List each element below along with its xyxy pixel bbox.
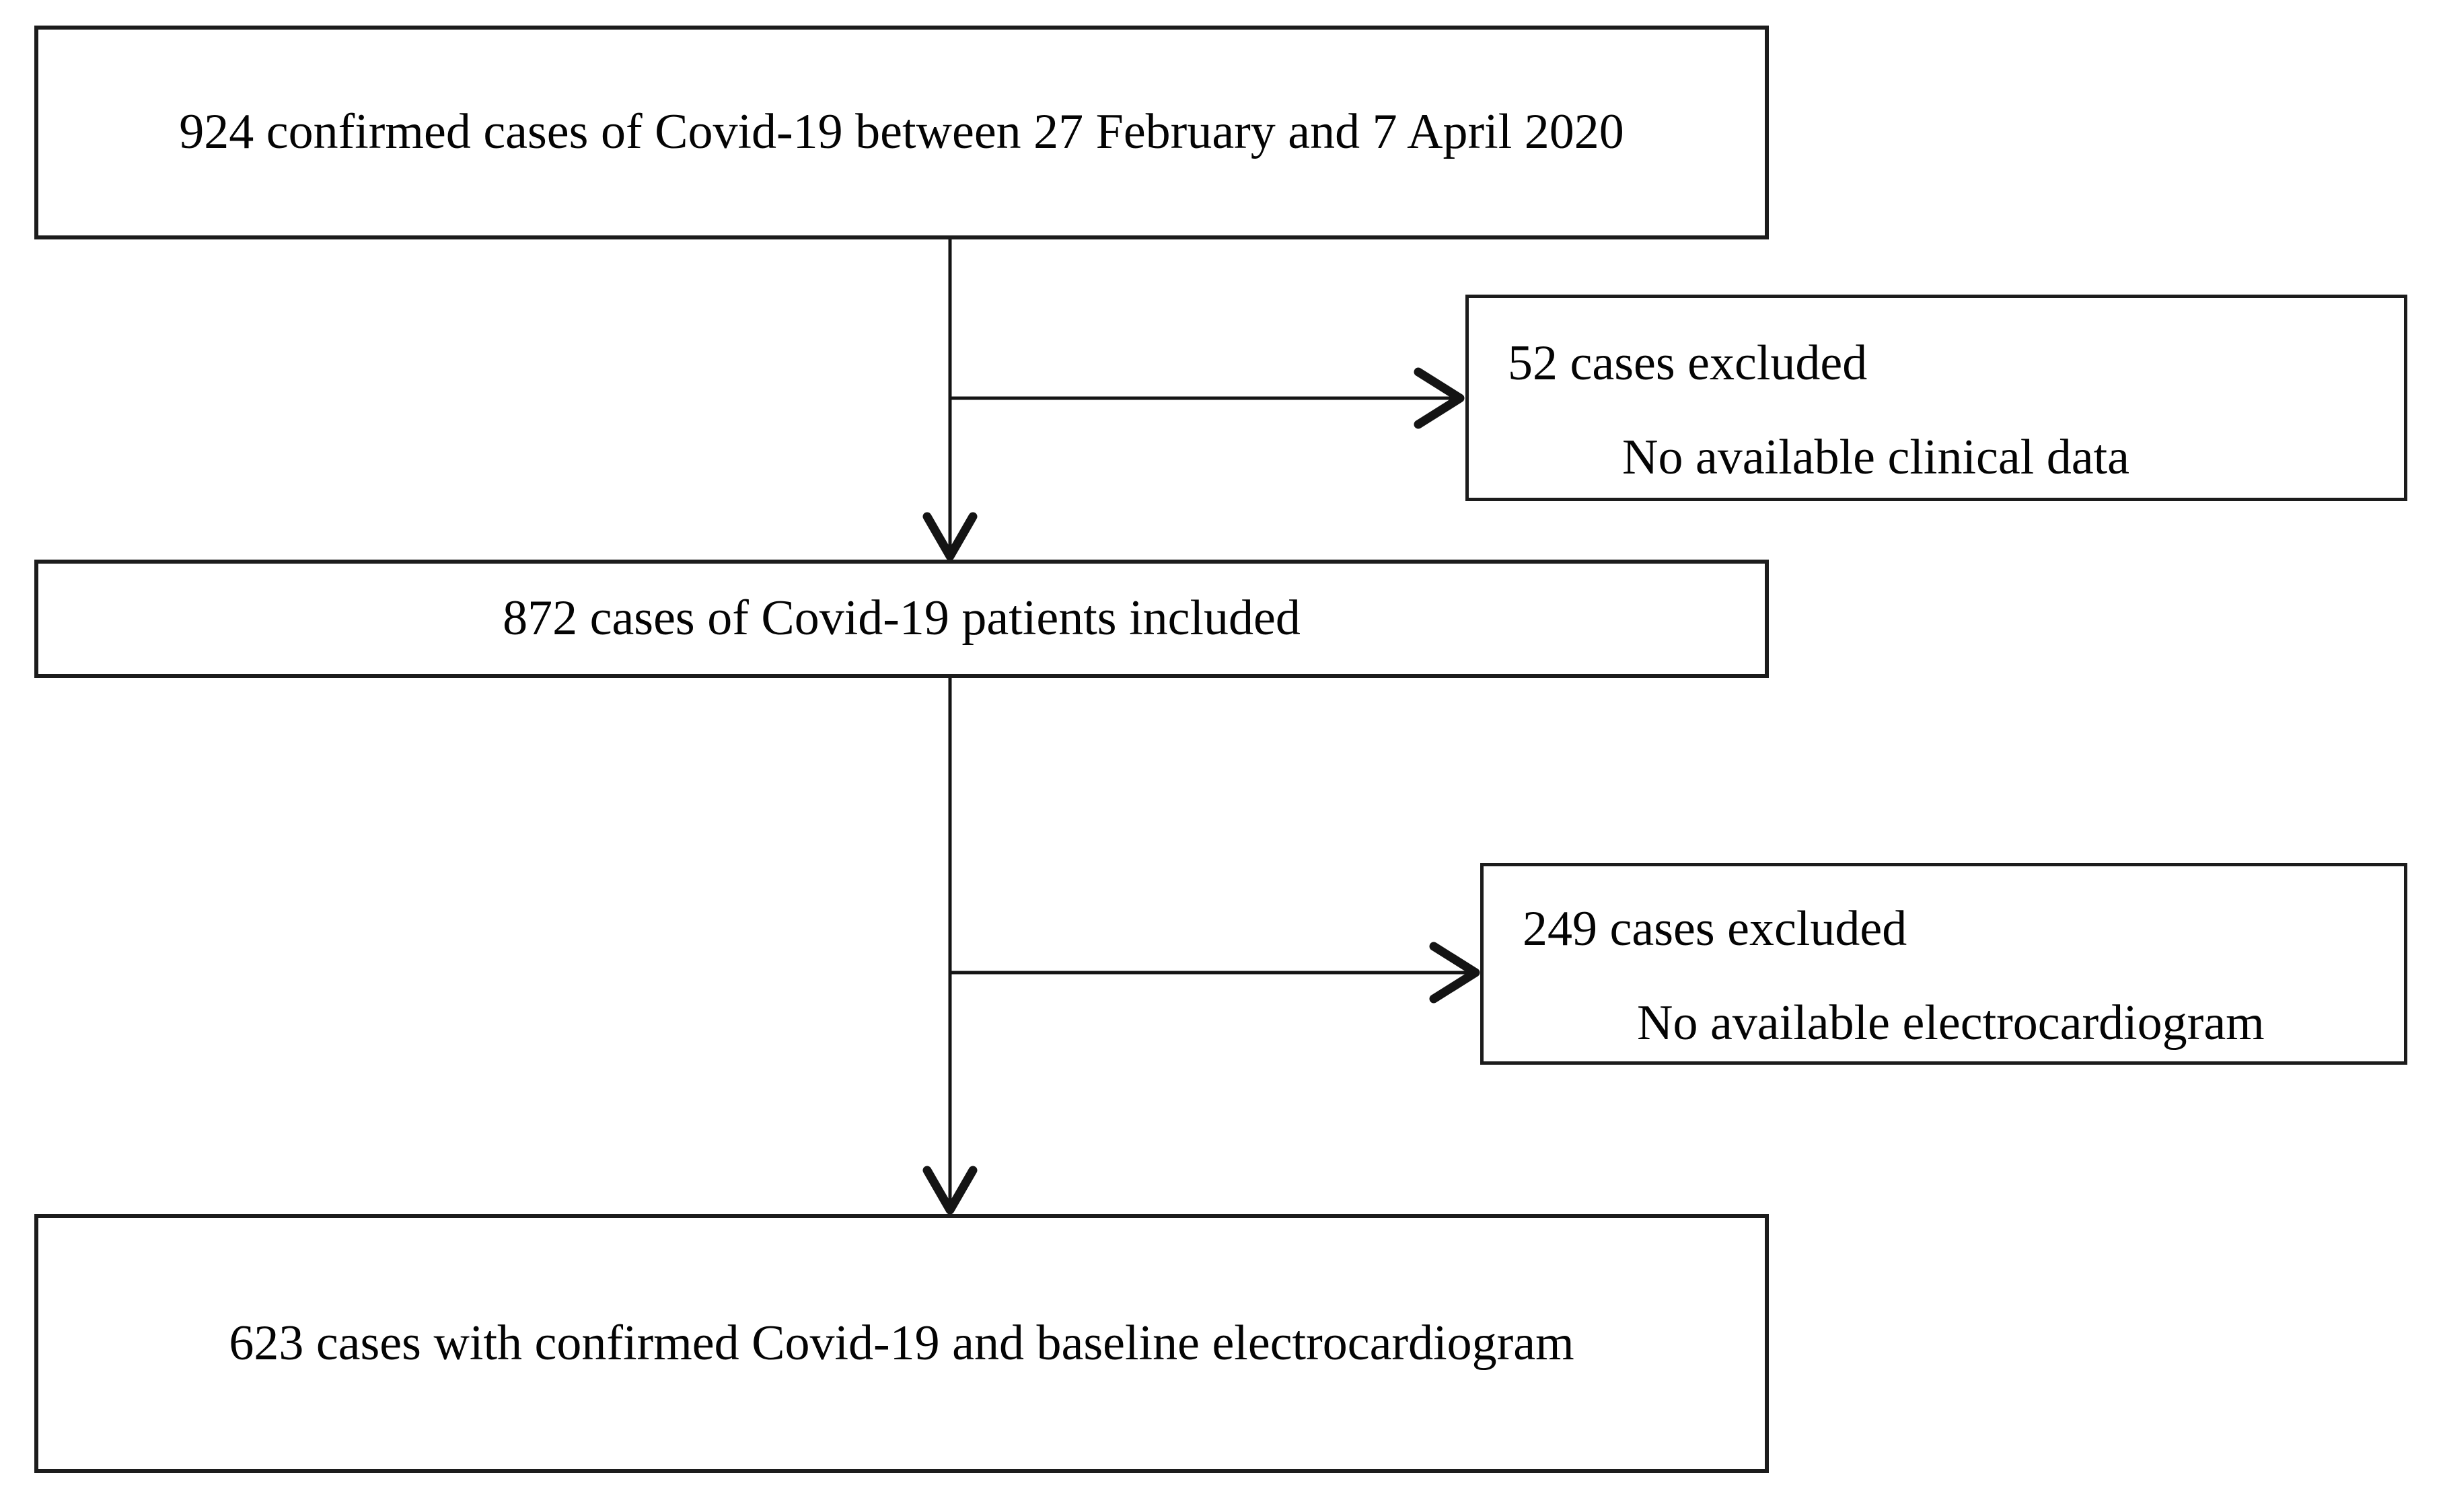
arrow-down-2	[922, 678, 978, 1215]
box-final-cases: 623 cases with confirmed Covid-19 and ba…	[34, 1214, 1769, 1473]
box-initial-cases: 924 confirmed cases of Covid-19 between …	[34, 26, 1769, 239]
box-included-cases-label: 872 cases of Covid-19 patients included	[503, 591, 1301, 646]
exclusion-box-2: 249 cases excluded No available electroc…	[1480, 863, 2407, 1065]
box-included-cases: 872 cases of Covid-19 patients included	[34, 560, 1769, 678]
exclusion-1-count: 52 cases excluded	[1508, 335, 1868, 391]
box-final-cases-label: 623 cases with confirmed Covid-19 and ba…	[229, 1315, 1574, 1371]
box-initial-cases-label: 924 confirmed cases of Covid-19 between …	[179, 104, 1624, 160]
exclusion-2-count: 249 cases excluded	[1523, 901, 1907, 956]
arrow-right-2	[950, 942, 1480, 1004]
exclusion-2-reason: No available electrocardiogram	[1637, 995, 2265, 1051]
exclusion-1-reason: No available clinical data	[1622, 429, 2130, 485]
arrow-right-2-head	[1429, 942, 1480, 1004]
arrow-down-1	[922, 239, 978, 561]
arrow-down-1-head	[922, 512, 978, 561]
exclusion-box-1: 52 cases excluded No available clinical …	[1465, 295, 2407, 501]
arrow-right-1-head	[1414, 367, 1465, 429]
arrow-down-2-head	[922, 1166, 978, 1215]
arrow-right-1	[950, 367, 1465, 429]
